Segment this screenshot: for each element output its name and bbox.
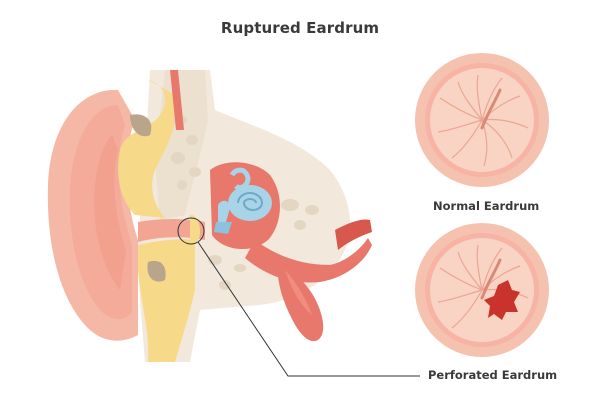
fat-tissue-upper-edge [130,114,152,137]
leader-line [197,241,420,377]
diagram-title: Ruptured Eardrum [220,19,380,37]
normal-eardrum-label: Normal Eardrum [433,199,540,213]
inner-ear-cochlea [228,167,272,221]
vessel-strip [170,70,184,130]
perforated-eardrum-label: Perforated Eardrum [428,368,558,382]
eustachian-tube-shadow [335,219,372,250]
perforation-wound [484,280,520,320]
ear-canal [138,219,205,242]
perforated-eardrum-illustration [415,223,549,357]
normal-eardrum-rays [437,74,529,167]
ear-cross-section [47,70,372,362]
ossicles [214,200,232,234]
bone-cells [171,115,319,290]
outer-ear-inner-fold [94,135,126,290]
normal-eardrum-illustration [415,53,549,187]
throat-muscle-highlight [285,270,312,315]
fat-tissue-upper [118,80,177,218]
eardrum-membrane [190,214,200,245]
callout-circle [177,217,205,245]
eustachian-tube [245,238,372,283]
fat-tissue-lower-dark [147,260,166,282]
